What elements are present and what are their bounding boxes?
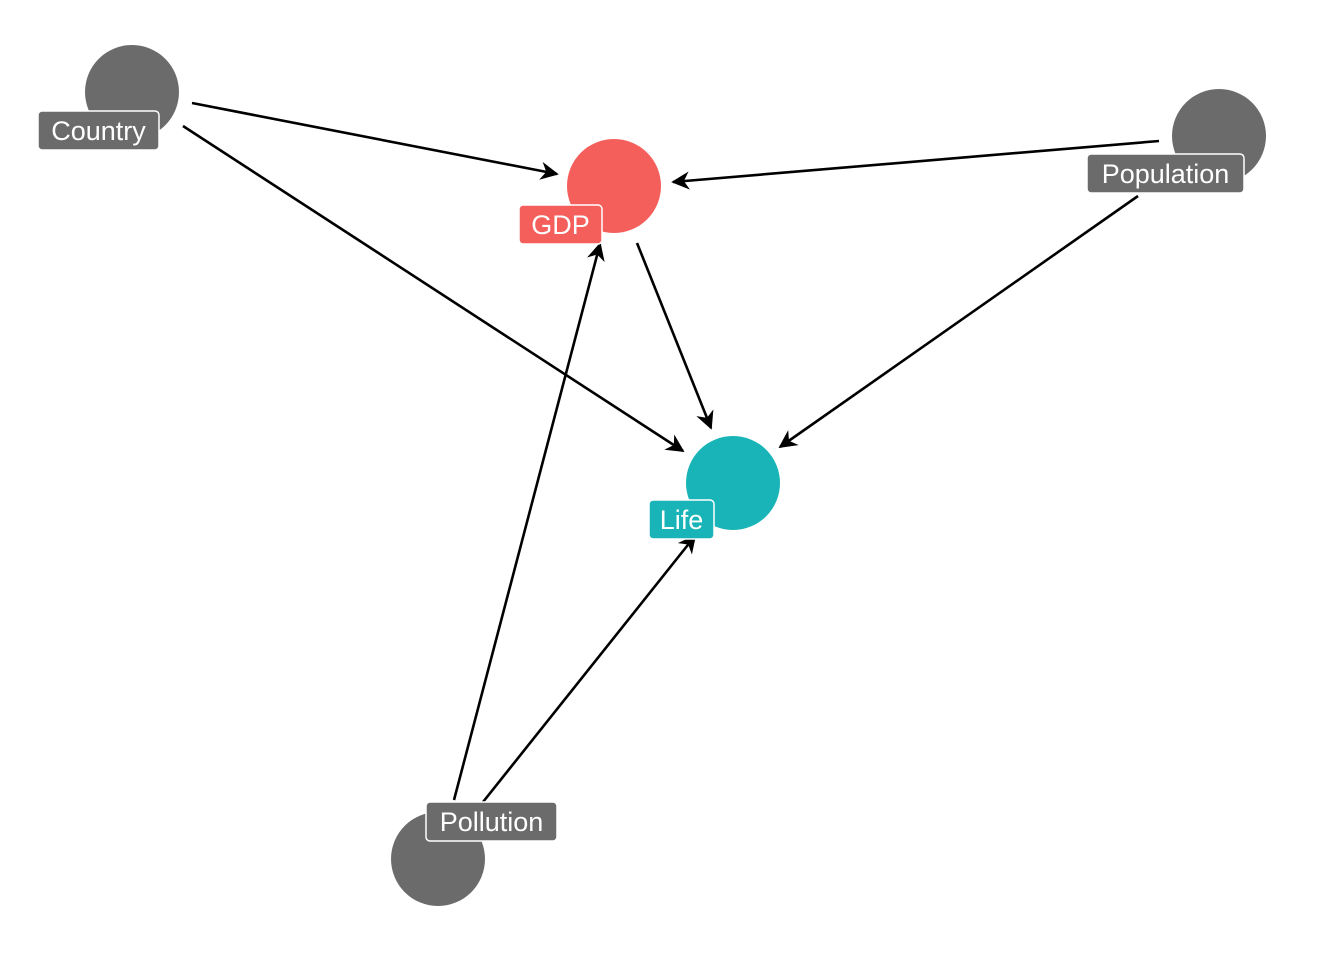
label-box (648, 499, 715, 540)
edges (182, 101, 1160, 803)
edge-country-to-life (182, 124, 685, 453)
label-box (37, 110, 160, 151)
label-text: Life (660, 505, 704, 535)
label-box (425, 801, 558, 842)
edge-gdp-to-life (635, 242, 714, 430)
label-text: Population (1102, 159, 1230, 189)
edge-population-to-life (778, 194, 1139, 449)
node-label-life: Life (648, 499, 715, 540)
label-text: GDP (531, 210, 590, 240)
label-box (1086, 153, 1245, 194)
node-label-population: Population (1086, 153, 1245, 194)
label-text: Country (51, 116, 146, 146)
label-text: Pollution (440, 807, 544, 837)
node-label-pollution: Pollution (425, 801, 558, 842)
node-label-country: Country (37, 110, 160, 151)
edge-pollution-to-gdp (452, 242, 605, 801)
edge-country-to-gdp (191, 101, 559, 180)
edge-pollution-to-life (481, 534, 697, 803)
label-box (518, 204, 603, 245)
node-label-gdp: GDP (518, 204, 603, 245)
edge-population-to-gdp (671, 139, 1160, 190)
